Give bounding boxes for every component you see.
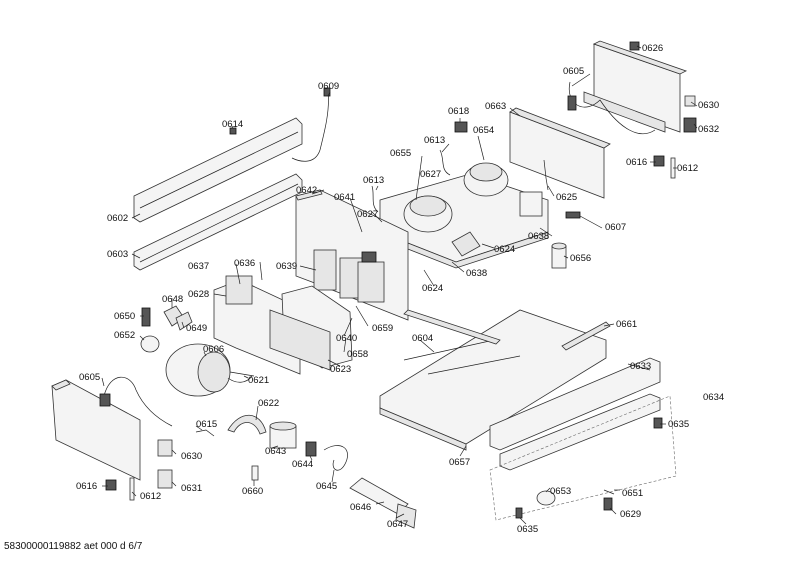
callout-0612: 0612 [677,163,699,174]
callout-0639: 0639 [276,261,298,272]
callout-0637: 0637 [188,261,210,272]
callout-0606: 0606 [203,344,225,355]
callout-0636: 0636 [234,258,256,269]
callout-0613-left: 0613 [363,175,385,186]
callout-0650: 0650 [114,311,136,322]
power-cord [291,91,329,162]
callout-0655: 0655 [390,148,412,159]
callout-0643: 0643 [265,446,287,457]
callout-0631: 0631 [181,483,203,494]
callout-0651: 0651 [622,488,644,499]
part-0621 [227,375,253,383]
callout-0635-right: 0635 [668,419,690,430]
callout-0633: 0633 [630,361,652,372]
callout-0634: 0634 [703,392,725,403]
callout-0657: 0657 [449,457,471,468]
callout-0618: 0618 [448,106,470,117]
callout-0609: 0609 [318,81,340,92]
callout-0629: 0629 [620,509,642,520]
callout-0647: 0647 [387,519,409,530]
callout-0603: 0603 [107,249,129,260]
callout-0653: 0653 [550,486,572,497]
capacitor [551,242,567,269]
left-bottom-panel [51,376,173,501]
callout-0638-center: 0638 [466,268,488,279]
callout-0613-top: 0613 [424,135,446,146]
bracket-0650 [141,307,151,327]
frame-0603 [133,173,303,271]
front-grille [489,357,677,521]
part-0645 [323,445,348,471]
callout-0616-left: 0616 [76,481,98,492]
callout-0661: 0661 [616,319,638,330]
callout-0607: 0607 [605,222,627,233]
document-id-footer: 58300000119882 aet 000 d 6/7 [4,541,143,552]
callout-0630-left: 0630 [181,451,203,462]
callout-0645: 0645 [316,481,338,492]
callout-0659: 0659 [372,323,394,334]
base-tray [379,309,611,451]
part-0644 [305,441,317,457]
bracket-0649 [175,311,193,331]
fan-motor [165,343,255,397]
callout-0628: 0628 [188,289,210,300]
callout-0624-center: 0624 [422,283,444,294]
callout-0641: 0641 [334,192,356,203]
callout-0630: 0630 [698,100,720,111]
callout-0663: 0663 [485,101,507,112]
callout-0624-right: 0624 [494,244,516,255]
callout-0635-bottom: 0635 [517,524,539,535]
callout-0612-left: 0612 [140,491,162,502]
frame-0602 [133,117,303,223]
callout-0622: 0622 [258,398,280,409]
part-0660 [251,465,259,481]
callout-0604: 0604 [412,333,434,344]
callout-0652: 0652 [114,330,136,341]
part-0646-0647 [349,477,417,529]
leader-lines [101,45,698,525]
callout-0627-top: 0627 [420,169,442,180]
plate-0663 [509,107,611,199]
callout-0605: 0605 [563,66,585,77]
callout-0614: 0614 [222,119,244,130]
part-0615 [195,429,215,437]
compressor-base-plate [371,121,581,269]
callout-0621: 0621 [248,375,270,386]
fan-shroud [213,275,353,375]
callout-0654: 0654 [473,125,495,136]
callout-0615: 0615 [196,419,218,430]
callout-0648: 0648 [162,294,184,305]
part-0652 [140,335,160,353]
callout-0649: 0649 [186,323,208,334]
callout-0616: 0616 [626,157,648,168]
callout-0646: 0646 [350,502,372,513]
callout-0640: 0640 [336,333,358,344]
callout-0623: 0623 [330,364,352,375]
part-0643 [269,421,297,449]
callout-0625: 0625 [556,192,578,203]
callout-0632: 0632 [698,124,720,135]
callout-0605-left: 0605 [79,372,101,383]
condenser-frame [295,189,409,321]
callout-0644: 0644 [292,459,314,470]
callout-0638-right: 0638 [528,231,550,242]
callout-0642: 0642 [296,185,318,196]
part-0622 [227,414,267,435]
callout-0627-left: 0627 [357,209,379,220]
callout-0626: 0626 [642,43,664,54]
callout-0660: 0660 [242,486,264,497]
callout-0602: 0602 [107,213,129,224]
callout-0658: 0658 [347,349,369,360]
callout-0656: 0656 [570,253,592,264]
back-panel-right [567,40,697,179]
